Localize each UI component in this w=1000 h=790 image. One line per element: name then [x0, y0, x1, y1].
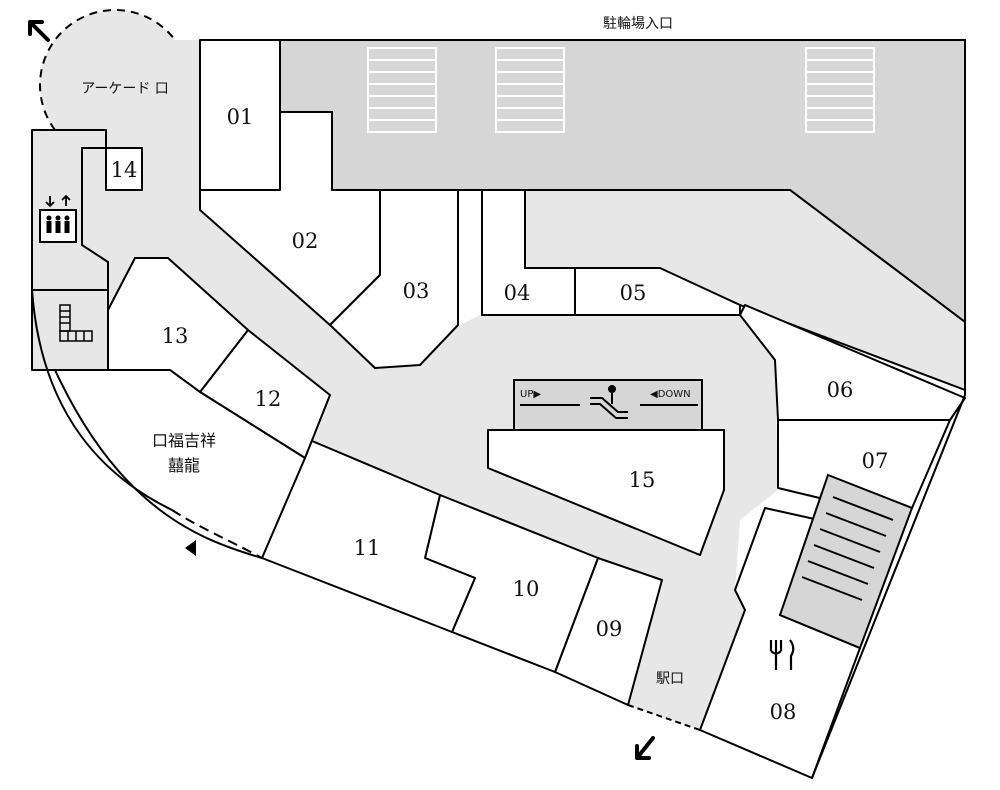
named-shop-line2: 囍龍 — [168, 456, 200, 475]
bicycle-parking-entrance-label: 駐輪場入口 — [603, 15, 673, 32]
restaurant-icon — [769, 639, 795, 670]
shop-05-number: 05 — [620, 281, 647, 305]
shop-03[interactable] — [329, 189, 459, 369]
station-entrance-door — [627, 704, 701, 731]
escalator-up-label: UP▶ — [520, 389, 541, 400]
shop-07-number: 07 — [862, 449, 889, 473]
shop-14[interactable] — [105, 147, 143, 191]
parking-stripes — [367, 47, 875, 133]
shop-03-number: 03 — [403, 279, 430, 303]
shop-12-number: 12 — [255, 387, 282, 411]
shop-11-number: 11 — [354, 536, 381, 560]
staircase-07-08 — [778, 473, 914, 650]
station-entrance-label: 駅口 — [656, 671, 684, 687]
shop-05-unit[interactable] — [574, 267, 741, 316]
named-shop-line1: 口福吉祥 — [152, 431, 216, 450]
shop-10-number: 10 — [513, 577, 540, 601]
staircase-steps — [801, 496, 894, 601]
shop-06-number: 06 — [827, 378, 854, 402]
shop-04-number: 04 — [504, 281, 531, 305]
shop-14-number: 14 — [111, 158, 138, 182]
escalator-icon — [590, 385, 628, 419]
shop-08-number: 08 — [770, 700, 797, 724]
corridor — [32, 130, 778, 730]
shop-02[interactable] — [199, 111, 381, 326]
arcade-entrance-door — [39, 9, 176, 131]
shop-09-number: 09 — [596, 617, 623, 641]
parking-stripe-lines — [368, 59, 874, 121]
shop-01-number: 01 — [227, 105, 254, 129]
east-outer-wall — [811, 40, 966, 779]
station-exit-arrow-icon — [635, 736, 655, 760]
west-outer-wall — [31, 289, 173, 511]
shop-13-number: 13 — [162, 324, 189, 348]
arcade-entrance-label: アーケード 口 — [81, 81, 169, 97]
arcade-entrance-area — [40, 10, 200, 130]
shop-02-number: 02 — [292, 229, 319, 253]
stairs-icon — [59, 304, 93, 342]
west-entrance-door — [171, 509, 263, 559]
exit-arrow-icon — [28, 20, 50, 42]
elevator-icon — [39, 194, 77, 243]
escalator-down-label: ◀DOWN — [650, 389, 691, 400]
west-entrance-arrow-icon — [185, 540, 196, 556]
shop-15-number: 15 — [629, 468, 656, 492]
